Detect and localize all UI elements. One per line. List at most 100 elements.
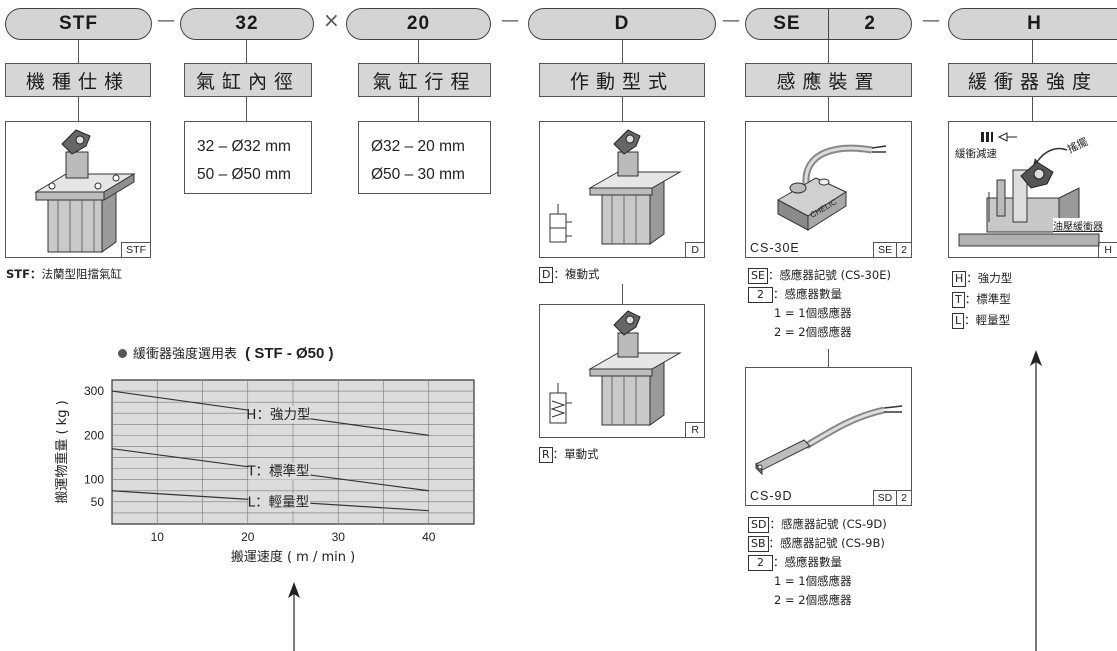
sensor-sd-note-row: 2：感應器數量: [748, 553, 887, 572]
cylinder-illustration: [549, 310, 682, 426]
bullet-icon: [118, 349, 127, 358]
sensor-sd-tag-type: SD: [874, 491, 898, 505]
connector: [246, 97, 248, 121]
sensor-se-note: SE：感應器記號 (CS-30E) 2：感應器數量 1 = 1個感應器 2 = …: [748, 266, 891, 342]
cushion-illus-top: 緩衝減速: [955, 148, 997, 160]
action-d-tag: D: [685, 242, 704, 257]
sensor-sd-note-row: SB：感應器記號 (CS-9B): [748, 534, 887, 553]
connector: [622, 97, 624, 121]
sensor-sd-note-key: 2: [748, 555, 773, 571]
sensor-se-note-row: SE：感應器記號 (CS-30E): [748, 266, 891, 285]
separator-dash: —: [722, 10, 740, 31]
sensor-se-tag: SE 2: [873, 242, 911, 257]
action-r-tag: R: [685, 422, 704, 437]
sensor-sd-sub: 2 = 2個感應器: [774, 593, 852, 607]
sensor-se-tag-count: 2: [901, 244, 907, 256]
cushion-notes: H：強力型 T：標準型 L：輕量型: [952, 268, 1012, 331]
sensor-sd-caption: CS-9D: [750, 489, 793, 503]
sensor-sd-box: CS-9D SD 2: [745, 367, 912, 506]
code-sensor-divider: [827, 9, 830, 39]
bore-line: 50 – Ø50 mm: [197, 166, 291, 183]
label-bore: 氣缸內徑: [184, 63, 312, 97]
chart-series-label-bg: [248, 406, 311, 424]
connector: [246, 40, 248, 63]
cushion-note-row: H：強力型: [952, 268, 1012, 289]
cushion-note-row: T：標準型: [952, 289, 1012, 310]
code-cushion: H: [948, 8, 1117, 40]
sensor-sd-note-text: ：感應器數量: [773, 555, 842, 569]
chart-series-label-bg: [248, 462, 311, 480]
connector: [828, 349, 830, 367]
sensor-sd-note-key: SB: [748, 536, 769, 552]
model-image-box: STF: [5, 121, 151, 258]
arrow-up-icon: [288, 582, 300, 651]
cushion-tag: H: [1098, 242, 1117, 257]
model-note-key: STF：: [6, 267, 42, 281]
action-d-note: D：複動式: [539, 266, 599, 283]
sensor-sd-note-key: SD: [748, 517, 770, 533]
sensor-se-note-text: ：感應器記號 (CS-30E): [767, 268, 891, 282]
sensor-sd-note: SD：感應器記號 (CS-9D) SB：感應器記號 (CS-9B) 2：感應器數…: [748, 515, 887, 610]
connector: [1032, 97, 1034, 121]
code-stroke-text: 20: [406, 13, 431, 34]
cushion-note-text: ：強力型: [966, 271, 1013, 285]
separator-dash: —: [501, 10, 519, 31]
connector: [622, 284, 624, 304]
chart-x-tick-label: 30: [332, 530, 346, 544]
action-d-box: D: [539, 121, 705, 258]
sensor-sd-note-text: ：感應器記號 (CS-9D): [769, 517, 887, 531]
cushion-illus-damper: 油壓緩衝器: [1053, 218, 1103, 233]
action-r-text: ：單動式: [552, 447, 599, 461]
sensor-sd-tag: SD 2: [872, 490, 911, 505]
code-sensor: SE 2: [745, 8, 912, 40]
connector: [622, 40, 624, 63]
action-r-key: R: [539, 447, 553, 463]
sensor-se-caption: CS-30E: [750, 241, 800, 255]
chart-title-suffix: ( STF - Ø50 ): [245, 345, 334, 362]
separator-times: ×: [323, 8, 340, 32]
chart-x-axis-label: 搬運速度 ( m / min ): [231, 549, 355, 565]
stroke-line: Ø50 – 30 mm: [371, 166, 465, 183]
label-cushion: 緩衝器強度: [948, 63, 1117, 97]
chart-y-axis-label: 搬運物重量 ( kg ): [54, 400, 70, 503]
sensor-sd-note-text: ：感應器記號 (CS-9B): [768, 536, 885, 550]
separator-dash: —: [157, 10, 175, 31]
stroke-line: Ø32 – 20 mm: [371, 138, 465, 155]
label-model: 機種仕様: [5, 63, 151, 97]
label-stroke: 氣缸行程: [358, 63, 491, 97]
sensor-sd-tag-count: 2: [901, 492, 907, 504]
chart-y-tick-label: 100: [84, 473, 104, 487]
code-stroke: 20: [346, 8, 491, 40]
stroke-box: Ø32 – 20 mm Ø50 – 30 mm: [358, 121, 491, 194]
sensor-se-box: CHELIC CS-30E SE 2: [745, 121, 912, 258]
chart-title-prefix: 緩衝器強度選用表: [133, 347, 238, 362]
sensor-cs30e-illustration: CHELIC: [776, 144, 887, 231]
cushion-illustration: [958, 132, 1100, 247]
connector: [418, 40, 420, 63]
chart-series-label-bg: [248, 493, 311, 511]
chart-title: 緩衝器強度選用表 ( STF - Ø50 ): [118, 343, 334, 362]
sensor-sd-sub: 1 = 1個感應器: [774, 574, 852, 588]
cylinder-illustration: [34, 129, 136, 253]
cushion-note-key: H: [952, 271, 967, 287]
cushion-note-key: T: [952, 292, 965, 308]
cushion-note-key: L: [952, 313, 965, 329]
chart-x-tick-label: 20: [241, 530, 255, 544]
cushion-box: 緩衝減速 搖擺 油壓緩衝器 H: [948, 121, 1117, 258]
sensor-se-sub: 2 = 2個感應器: [774, 325, 852, 339]
action-d-key: D: [539, 267, 554, 283]
bore-line: 32 – Ø32 mm: [197, 138, 291, 155]
connector: [828, 40, 830, 63]
sensor-se-note-text: ：感應器數量: [773, 287, 842, 301]
action-r-box: R: [539, 304, 705, 438]
code-sensor-count: 2: [864, 13, 876, 34]
model-note: STF：法蘭型阻擋氣缸: [6, 266, 122, 282]
arrow-up-icon: [1030, 350, 1042, 651]
cushion-note-row: L：輕量型: [952, 310, 1012, 331]
model-tag: STF: [121, 242, 150, 257]
separator-dash: —: [922, 10, 940, 31]
connector: [78, 40, 80, 63]
chart-series-label: L：輕量型: [248, 495, 310, 511]
connector: [828, 97, 830, 121]
